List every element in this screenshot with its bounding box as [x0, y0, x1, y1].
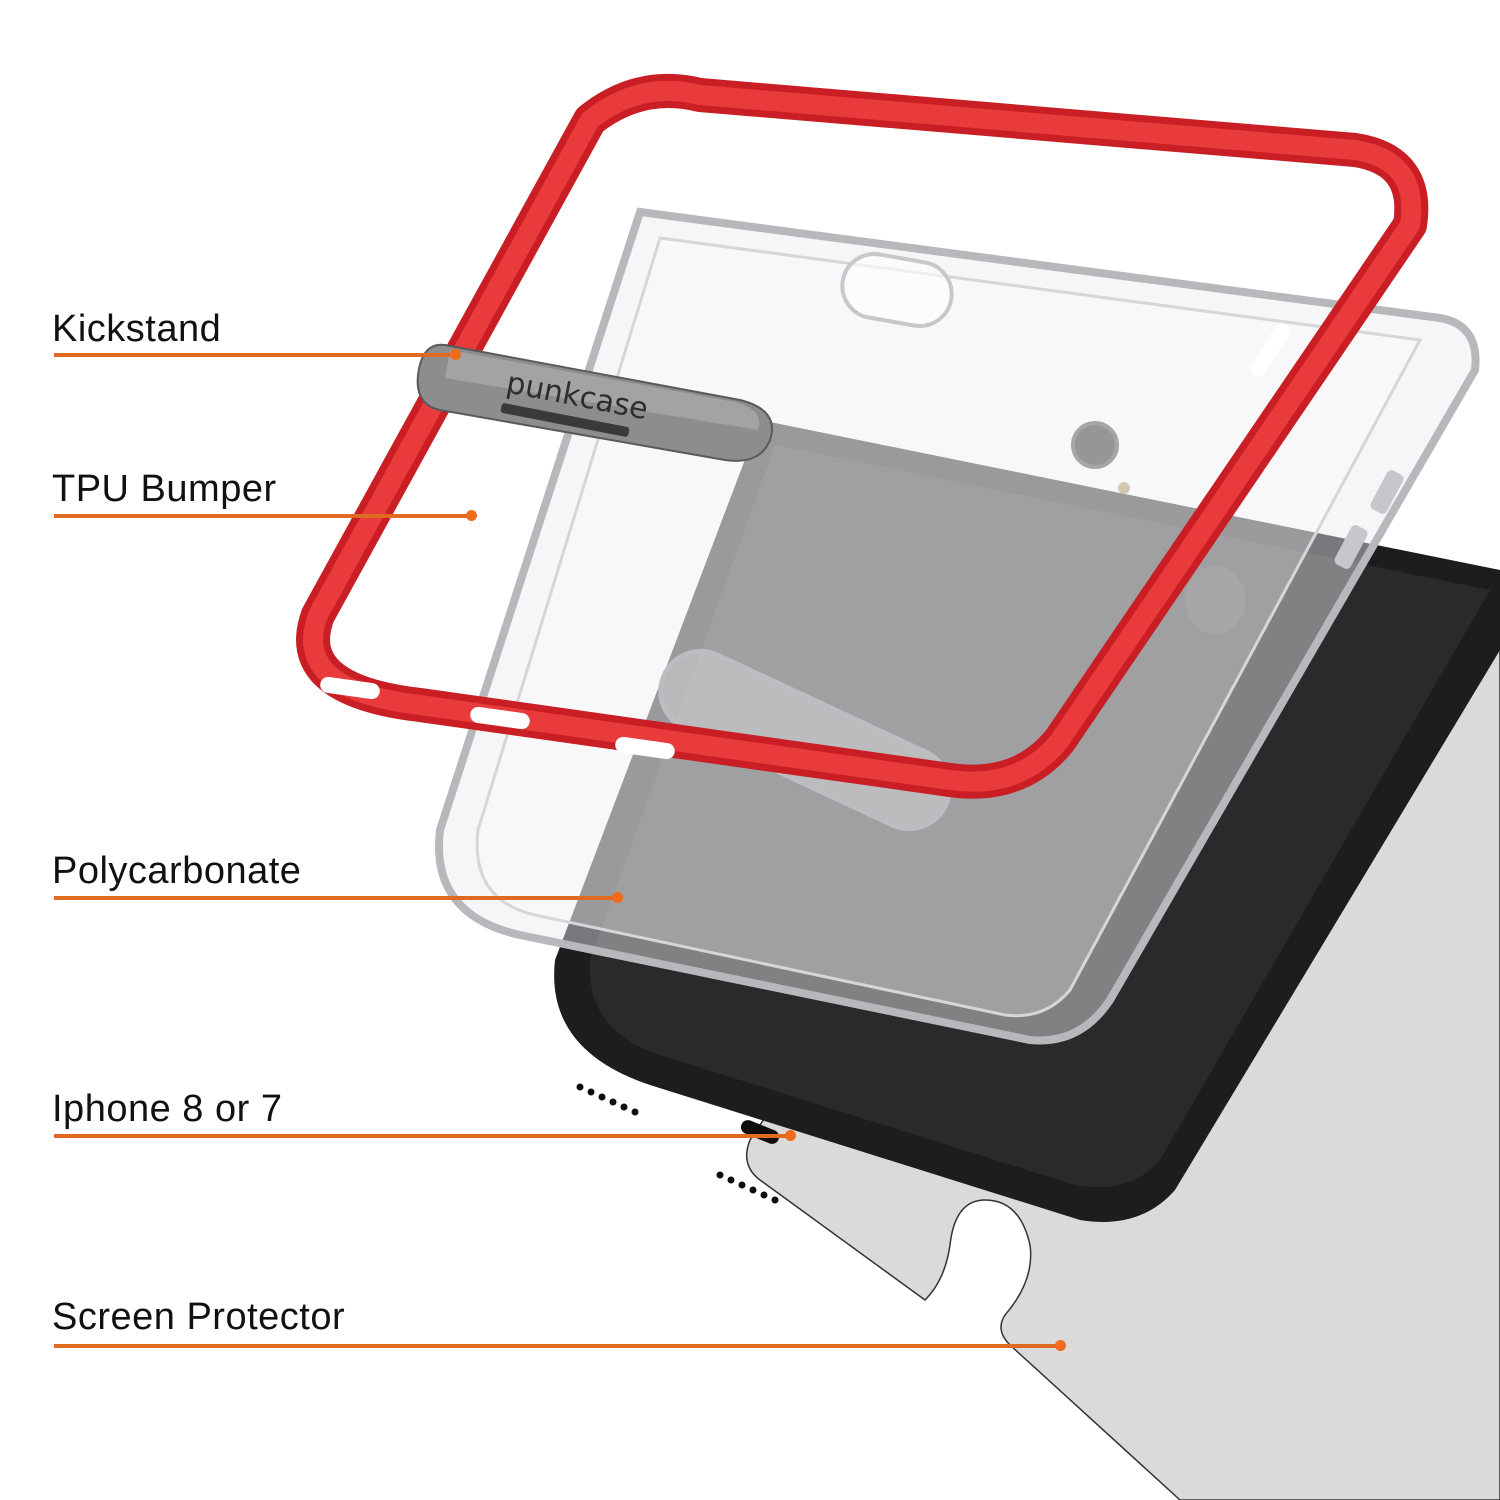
red-bumper-frame	[296, 73, 1429, 799]
callout-leader-kickstand	[54, 353, 454, 357]
callout-dot-screen-protector	[1055, 1340, 1066, 1351]
camera-lens	[1071, 421, 1119, 469]
callout-dot-tpu-bumper	[466, 510, 477, 521]
callout-label-iphone: Iphone 8 or 7	[52, 1088, 283, 1130]
callout-dot-polycarbonate	[612, 892, 623, 903]
camera-flash	[1118, 482, 1130, 494]
callout-leader-screen-protector	[54, 1344, 1060, 1348]
callout-label-screen-protector: Screen Protector	[52, 1296, 346, 1338]
callout-leader-tpu-bumper	[54, 514, 470, 518]
callout-dot-iphone	[785, 1130, 796, 1141]
callout-dot-kickstand	[450, 349, 461, 360]
callout-label-polycarbonate: Polycarbonate	[52, 850, 302, 892]
callout-label-kickstand: Kickstand	[52, 308, 222, 350]
callout-leader-iphone	[54, 1134, 790, 1138]
callout-leader-polycarbonate	[54, 896, 616, 900]
callout-label-tpu-bumper: TPU Bumper	[52, 468, 277, 510]
